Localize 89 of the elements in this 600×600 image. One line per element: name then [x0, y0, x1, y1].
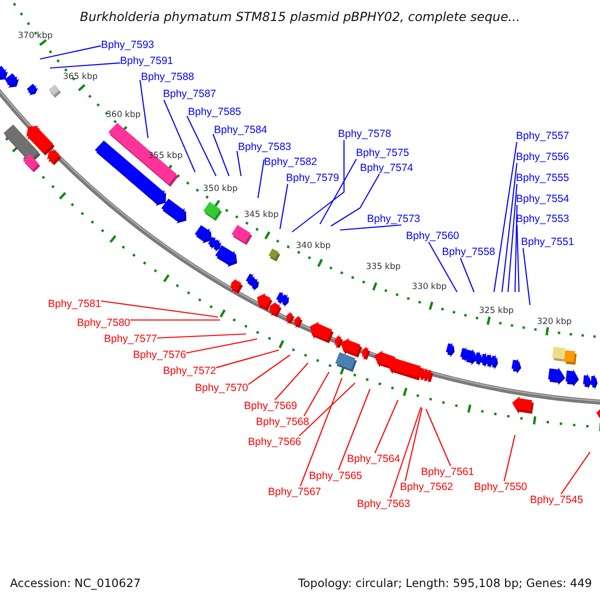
gene-label: Bphy_7562	[400, 481, 454, 493]
gene-label: Bphy_7570	[195, 382, 248, 394]
leader-line	[40, 45, 102, 60]
position-label: 370 kbp	[18, 31, 53, 41]
gene-label: Bphy_7551	[521, 236, 574, 248]
position-label: 320 kbp	[537, 317, 572, 327]
position-label: 330 kbp	[412, 282, 447, 292]
gene-label: Bphy_7577	[104, 333, 158, 345]
gene-label: Bphy_7563	[357, 498, 410, 510]
gene-label: Bphy_7579	[286, 172, 340, 184]
leader-line	[257, 160, 265, 198]
leader-line	[212, 134, 230, 176]
gene-label: Bphy_7581	[48, 298, 102, 310]
leader-line	[507, 184, 518, 292]
title: Burkholderia phymatum STM815 plasmid pBPHY02, complete seque...	[80, 9, 520, 24]
leader-line	[522, 248, 531, 306]
gene-label: Bphy_7553	[516, 213, 570, 225]
leader-line	[560, 452, 590, 494]
gene-label: Bphy_7572	[163, 365, 216, 377]
gene-label: Bphy_7550	[474, 481, 528, 493]
gene-label: Bphy_7593	[101, 39, 154, 51]
leader-line	[101, 300, 218, 318]
gene-label: Bphy_7569	[244, 400, 298, 412]
gene-label: Bphy_7557	[516, 130, 570, 142]
leader-line	[216, 349, 280, 368]
gene-label: Bphy_7575	[356, 147, 410, 159]
leader-line	[493, 142, 518, 292]
leader-line	[186, 116, 216, 176]
leader-line	[157, 333, 246, 339]
gene-label: Bphy_7580	[77, 317, 130, 329]
gene-label: Bphy_7582	[264, 156, 318, 168]
leader-line	[428, 242, 458, 292]
gene-label: Bphy_7585	[188, 106, 242, 118]
leader-line	[340, 224, 402, 231]
position-label: 340 kbp	[296, 241, 331, 251]
leader-line	[374, 400, 398, 454]
position-label: 345 kbp	[244, 210, 279, 220]
gene-label: Bphy_7555	[516, 172, 570, 184]
gene-label: Bphy_7578	[338, 128, 392, 140]
leader-line	[304, 372, 330, 416]
leader-line	[139, 80, 149, 138]
leader-line	[186, 338, 258, 354]
leader-line	[130, 319, 220, 321]
position-label: 360 kbp	[106, 110, 141, 120]
gene-label: Bphy_7566	[248, 436, 302, 448]
gene-label: Bphy_7554	[516, 193, 570, 205]
gene-label: Bphy_7576	[133, 349, 186, 361]
leader-line	[279, 184, 288, 230]
leader-line	[504, 434, 516, 482]
leader-line	[426, 408, 452, 466]
position-label: 365 kbp	[63, 72, 98, 82]
gene-label: Bphy_7583	[238, 141, 292, 153]
gene-label: Bphy_7573	[367, 213, 420, 225]
gene-label: Bphy_7568	[256, 416, 310, 428]
accession-text: Accession: NC_010627	[10, 576, 141, 590]
leader-line	[163, 100, 196, 172]
gene-label: Bphy_7545	[530, 494, 584, 506]
position-label: 335 kbp	[366, 262, 401, 272]
leader-line	[274, 362, 308, 400]
gene-label: Bphy_7564	[347, 453, 400, 465]
position-label: 350 kbp	[203, 184, 238, 194]
leader-line	[404, 408, 423, 482]
gene-label: Bphy_7560	[406, 230, 460, 242]
gene-label: Bphy_7561	[421, 466, 474, 478]
gene-label: Bphy_7574	[360, 162, 414, 174]
summary-text: Topology: circular; Length: 595,108 bp; Genes: 449	[298, 576, 592, 590]
leader-line	[236, 150, 242, 176]
leader-line	[338, 388, 371, 470]
leader-line	[390, 406, 422, 498]
leader-line	[320, 158, 357, 224]
leader-line	[330, 174, 380, 226]
leader-line	[248, 354, 290, 386]
leader-line	[300, 378, 343, 486]
gene-label: Bphy_7558	[442, 246, 496, 258]
leader-line	[460, 258, 475, 292]
leader-line	[514, 204, 518, 292]
gene-label: Bphy_7556	[516, 151, 570, 163]
gene-label: Bphy_7565	[309, 470, 362, 482]
gene-label: Bphy_7584	[214, 124, 268, 136]
gene-label: Bphy_7567	[268, 486, 322, 498]
gene-label: Bphy_7587	[163, 88, 216, 100]
leader-line	[292, 140, 345, 232]
gene-label: Bphy_7591	[120, 55, 174, 67]
leader-line	[501, 162, 518, 292]
leader-line	[298, 382, 356, 436]
leader-line	[516, 224, 520, 292]
leader-line	[50, 62, 120, 69]
gene-label: Bphy_7588	[141, 71, 194, 83]
position-label: 325 kbp	[479, 306, 514, 316]
